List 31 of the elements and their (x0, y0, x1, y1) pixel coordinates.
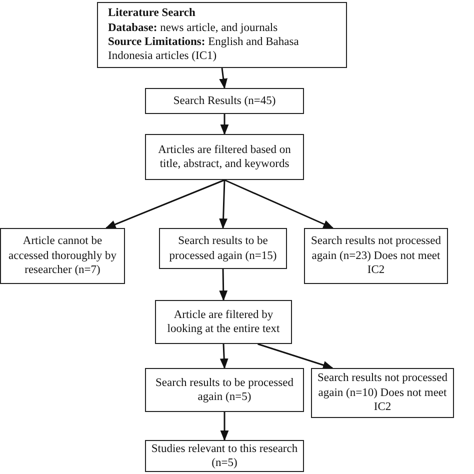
process-box (145, 368, 304, 412)
process-box (145, 88, 304, 114)
box-text: Search results not processed again (n=10) Does not meet IC2 (317, 371, 448, 415)
process-box (159, 228, 287, 269)
process-box (97, 2, 347, 68)
arrow (105, 179, 225, 229)
arrow (258, 343, 334, 370)
box-text: Database: news article, and journals (108, 20, 278, 35)
process-box (311, 368, 454, 418)
box-text: Search results not processed again (n=23) Does not meet IC2 (310, 234, 442, 278)
process-box (155, 300, 292, 344)
box-text: Article are filtered by looking at the entire text (166, 308, 281, 336)
process-box (304, 228, 448, 284)
arrow (220, 412, 229, 442)
process-box (145, 440, 304, 472)
arrow (220, 114, 229, 136)
box-text: Search results to be processed again (n=5) (154, 376, 294, 404)
process-box (0, 228, 125, 284)
arrow (219, 68, 228, 90)
arrow (220, 344, 228, 370)
arrow (224, 179, 334, 229)
box-text: Articles are filtered based on title, abstract, and keywords (157, 142, 292, 172)
box-text: Source Limitations: English and Bahasa Indonesia articles (IC1) (108, 35, 300, 64)
box-heading: Literature Search (108, 6, 196, 21)
box-text: Search results to be processed again (n=15) (168, 234, 278, 263)
arrow (219, 180, 228, 230)
arrow (219, 268, 228, 302)
process-box (145, 134, 304, 180)
box-text: Studies relevant to this research (n=5) (151, 442, 298, 470)
box-text: Search Results (n=45) (173, 94, 276, 108)
box-text: Article cannot be accessed thoroughly by researcher (n=7) (8, 234, 118, 278)
